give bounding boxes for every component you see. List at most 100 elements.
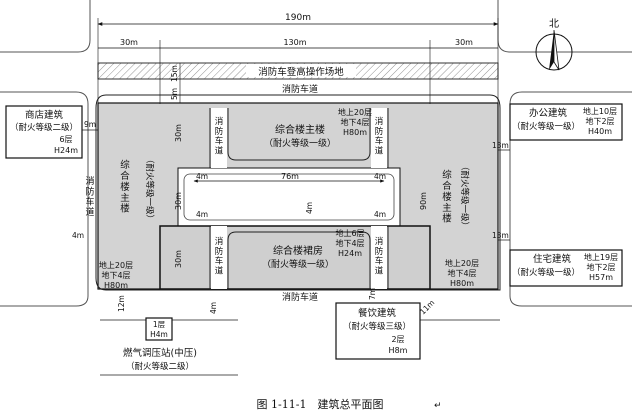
dim-4m-d: 4m [374,210,386,219]
residential-grade: （耐火等级一级） [512,267,580,278]
dim-4m-c: 4m [196,210,208,219]
north-arrow: 北 [535,18,573,71]
dim-90m: 90m [419,192,428,210]
dim-30m-b: 30m [174,192,183,210]
main-tower-left: 综合楼主楼 （耐火等级一级） 地上20层 地下4层 H80m [99,155,155,290]
main-tower-left-grade: （耐火等级一级） [144,155,155,223]
shop-height: H24m [54,146,78,155]
main-tower-top-up: 地上20层 [338,107,372,117]
main-tower-left-height: H80m [104,281,128,290]
dim-30m-left: 30m [120,38,138,47]
dim-15m: 15m [170,65,179,82]
dim-9m: 9m [84,120,96,129]
main-tower-right-name: 综合楼主楼 [442,169,452,225]
shop-floors: 6层 [59,135,72,144]
dim-11m: 11m [418,298,436,316]
fire-lane-mid-top-left: 消防车道 [215,116,224,156]
dimension-5m-15m: 5m 15m [170,63,181,103]
main-tower-right-grade: （耐火等级一级） [459,162,470,230]
fire-lane-top-label: 消防车道 [282,83,318,95]
fire-lane-inner-top [209,108,389,168]
residential-building: 住宅建筑 （耐火等级一级） 地上19层 地下2层 H57m [509,249,623,287]
dim-4m-a: 4m [196,172,208,181]
main-building-block [95,94,501,291]
dim-190m-label: 190m [285,13,311,23]
dim-13m-top: 13m [492,141,509,150]
office-name: 办公建筑 [529,107,568,119]
dim-5m: 5m [170,88,179,100]
gas-floors: 1层 [153,320,166,329]
dim-4m-f: 4m [209,302,218,314]
main-tower-left-name: 综合楼主楼 [120,159,130,215]
dimension-30-130-30: 30m 130m 30m [98,38,498,104]
residential-name: 住宅建筑 [533,253,572,265]
fire-lane-left-text: 消防车道 [85,175,94,218]
dim-130m: 130m [283,38,306,47]
fire-lane-inner-bottom [209,226,389,290]
fire-lane-mid-top-right: 消防车道 [375,116,384,156]
fire-operation-site-label-bg [246,64,356,77]
restaurant-floors: 2层 [391,335,404,344]
office-height: H40m [588,127,612,136]
dim-13m-bottom: 13m [492,231,509,240]
podium-down: 地下4层 [335,238,364,248]
main-tower-top-down: 地下4层 [340,117,369,127]
gas-grade: （耐火等级二级） [126,361,194,372]
podium-grade: （耐火等级一级） [262,258,334,270]
dim-7m: 7m [368,288,377,300]
dim-12m: 12m [117,295,126,312]
office-grade: （耐火等级一级） [512,121,580,132]
office-up: 地上10层 [583,106,617,116]
podium-name: 综合楼裙房 [273,244,323,257]
courtyard-path [183,173,395,221]
office-building: 办公建筑 （耐火等级一级） 地上10层 地下2层 H40m [509,103,623,141]
dim-4m-e: 4m [305,202,314,214]
fire-lane-mid-bot-left: 消防车道 [215,236,224,276]
figure-caption: 图 1-11-1 建筑总平面图 [257,397,384,411]
inner-courtyard [177,167,401,227]
dim-30m-c: 30m [174,250,183,268]
shop-grade: （耐火等级二级） [10,122,78,133]
main-tower-right-up: 地上20层 [445,258,479,268]
caption-mark: ↵ [434,401,442,411]
shop-building: 商店建筑 （耐火等级二级） 6层 H24m [5,105,83,159]
main-tower-right: 综合楼主楼 （耐火等级一级） 地上20层 地下4层 H80m [442,162,479,288]
fire-lane-mid-bot-right: 消防车道 [375,236,384,276]
main-tower-right-height: H80m [450,279,474,288]
shop-name: 商店建筑 [25,109,64,121]
fire-lane-bottom-label: 消防车道 [282,291,318,303]
main-tower-right-down: 地下4层 [447,268,476,278]
office-down: 地下2层 [585,116,614,126]
dim-76m: 76m [281,172,299,181]
residential-up: 地上19层 [584,252,618,262]
main-tower-left-up: 地上20层 [99,260,133,270]
north-label: 北 [549,18,559,30]
residential-down: 地下2层 [586,262,615,272]
fire-operation-site-label: 消防车登高操作场地 [258,66,344,78]
main-tower-top: 综合楼主楼 （耐火等级一级） 地上20层 地下4层 H80m [264,107,372,149]
gas-name: 燃气调压站(中压) [123,347,197,359]
dim-4m-b: 4m [374,172,386,181]
gas-height: H4m [150,330,168,339]
dim-30m-a: 30m [174,124,183,142]
podium-outline [159,225,431,290]
main-tower-top-height: H80m [343,128,367,137]
fire-lane-left-label: 消防车道 [85,175,94,218]
residential-height: H57m [589,273,613,282]
main-tower-top-grade: （耐火等级一级） [264,137,336,149]
dim-30m-right: 30m [455,38,473,47]
main-tower-left-down: 地下4层 [101,270,130,280]
podium-height: H24m [338,249,362,258]
restaurant-grade: （耐火等级三级） [343,321,411,332]
restaurant-name: 餐饮建筑 [358,307,397,319]
dimension-190m: 190m [97,13,499,104]
restaurant-height: H8m [389,346,408,355]
restaurant-building: 餐饮建筑 （耐火等级三级） 2层 H8m [335,302,421,360]
dim-4m-left: 4m [72,231,84,240]
gas-station: 1层 H4m 燃气调压站(中压) （耐火等级二级） [123,317,197,372]
main-tower-top-name: 综合楼主楼 [275,123,325,136]
podium-up: 地上6层 [335,228,364,238]
podium-building: 综合楼裙房 （耐火等级一级） 地上6层 地下4层 H24m [262,228,365,270]
